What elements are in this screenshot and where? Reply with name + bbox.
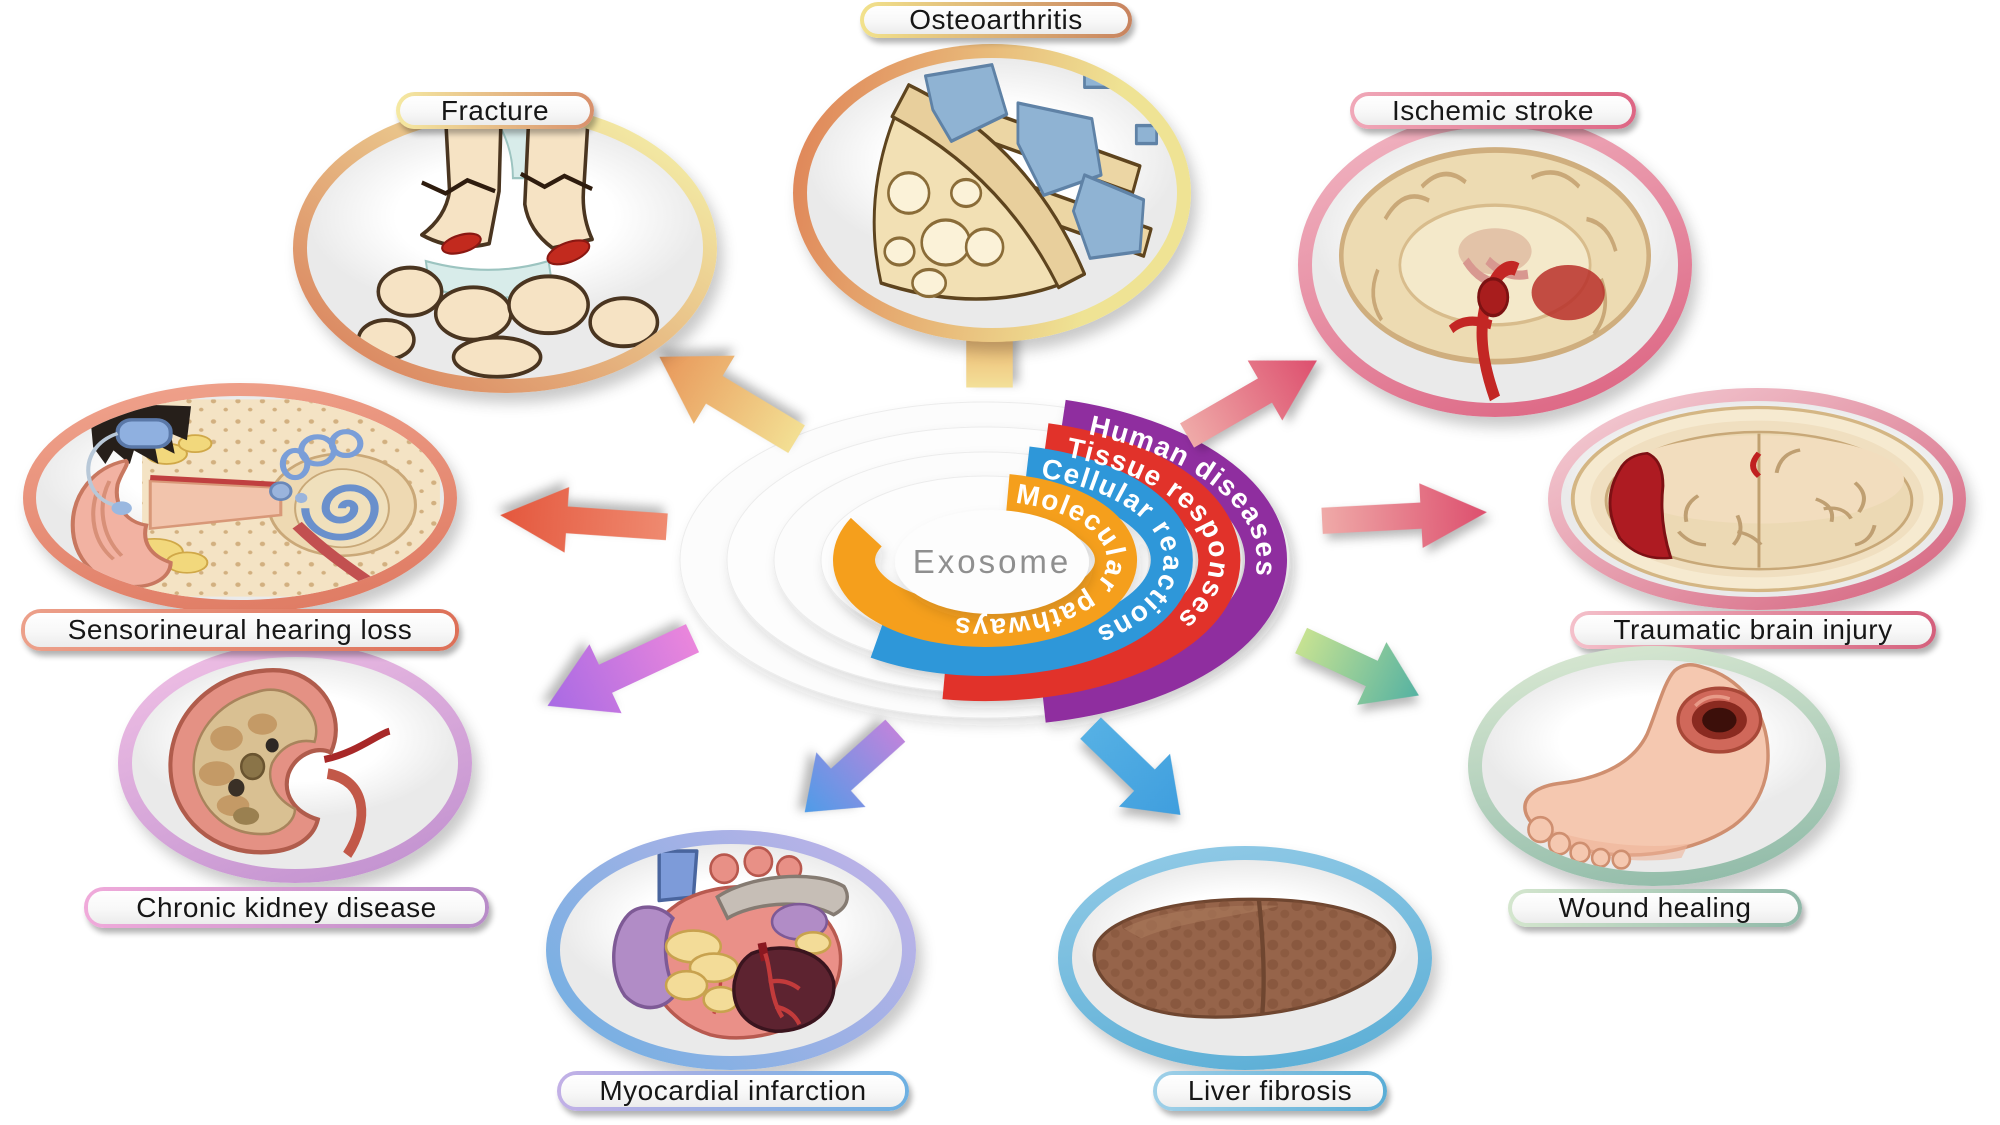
chronic-kidney-disease-image bbox=[132, 657, 458, 869]
traumatic-brain-injury-circle bbox=[1548, 388, 1966, 610]
osteoarthritis-circle bbox=[793, 44, 1191, 342]
wound-healing-image bbox=[1482, 660, 1826, 872]
traumatic-brain-injury-image bbox=[1561, 401, 1953, 597]
broken-ankle-bones-illustration bbox=[356, 117, 660, 379]
arrow-to-sensorineural-hearing-loss bbox=[498, 477, 670, 564]
myocardial-infarction-label: Myocardial infarction bbox=[557, 1071, 909, 1111]
wound-healing-label: Wound healing bbox=[1508, 889, 1802, 927]
ischemic-stroke-image bbox=[1312, 127, 1678, 403]
osteoarthritis-image bbox=[807, 58, 1177, 328]
brain-section-illustration bbox=[1338, 147, 1652, 402]
diseased-kidney-illustration bbox=[168, 667, 391, 858]
molecular-pathways-band bbox=[833, 474, 1137, 647]
myocardial-infarction-image bbox=[560, 844, 902, 1056]
liver-fibrosis-image bbox=[1072, 860, 1418, 1056]
exosome-core-label: Exosome bbox=[913, 543, 1072, 580]
cellular-reactions-band bbox=[870, 446, 1193, 676]
ear-anatomy-illustration bbox=[70, 399, 440, 597]
myocardial-infarction-circle bbox=[546, 830, 916, 1070]
arrow-to-traumatic-brain-injury bbox=[1320, 475, 1489, 559]
fracture-label-text: Fracture bbox=[400, 95, 590, 126]
chronic-kidney-disease-label: Chronic kidney disease bbox=[84, 887, 489, 928]
osteoarthritis-label-text: Osteoarthritis bbox=[864, 4, 1128, 35]
tissue-responses-band bbox=[942, 423, 1241, 702]
fracture-label: Fracture bbox=[396, 92, 594, 129]
human-diseases-band bbox=[1041, 399, 1287, 723]
fracture-circle bbox=[293, 103, 717, 393]
traumatic-brain-injury-label-text: Traumatic brain injury bbox=[1574, 614, 1932, 645]
ischemic-stroke-circle bbox=[1298, 113, 1692, 417]
heart-infarct-illustration bbox=[612, 846, 849, 1040]
myocardial-infarction-label-text: Myocardial infarction bbox=[561, 1075, 905, 1107]
osteoarthritis-label: Osteoarthritis bbox=[860, 2, 1132, 38]
liver-fibrosis-label: Liver fibrosis bbox=[1153, 1071, 1387, 1111]
ring-color-bands bbox=[833, 399, 1287, 723]
traumatic-brain-injury-label: Traumatic brain injury bbox=[1570, 611, 1936, 649]
arrow-to-fracture bbox=[636, 317, 821, 478]
fibrotic-liver-illustration bbox=[1092, 897, 1397, 1019]
chronic-kidney-disease-circle bbox=[118, 643, 472, 883]
wound-healing-circle bbox=[1468, 646, 1840, 886]
ischemic-stroke-label-text: Ischemic stroke bbox=[1354, 95, 1632, 126]
arrow-to-chronic-kidney-disease bbox=[529, 598, 711, 745]
sensorineural-hearing-loss-circle bbox=[23, 383, 457, 613]
arrow-to-wound-healing bbox=[1284, 604, 1436, 731]
sensorineural-hearing-loss-label: Sensorineural hearing loss bbox=[21, 609, 459, 651]
arrow-to-liver-fibrosis bbox=[1061, 698, 1210, 846]
foot-wound-illustration bbox=[1523, 663, 1770, 870]
arrow-to-myocardial-infarction bbox=[776, 699, 924, 844]
bone-cartilage-illustration bbox=[872, 63, 1159, 301]
wound-healing-label-text: Wound healing bbox=[1512, 892, 1798, 923]
brain-hemorrhage-illustration bbox=[1570, 405, 1944, 593]
exosome-hub: Exosome Human diseases Tissue responses … bbox=[679, 399, 1291, 723]
exosome-core bbox=[895, 510, 1089, 614]
liver-fibrosis-label-text: Liver fibrosis bbox=[1157, 1075, 1383, 1107]
arrow-to-ischemic-stroke bbox=[1167, 326, 1337, 470]
ischemic-stroke-label: Ischemic stroke bbox=[1350, 92, 1636, 129]
fracture-image bbox=[307, 117, 703, 379]
sensorineural-hearing-loss-label-text: Sensorineural hearing loss bbox=[25, 613, 455, 647]
liver-fibrosis-circle bbox=[1058, 846, 1432, 1070]
chronic-kidney-disease-label-text: Chronic kidney disease bbox=[88, 891, 485, 924]
sensorineural-hearing-loss-image bbox=[36, 396, 444, 600]
